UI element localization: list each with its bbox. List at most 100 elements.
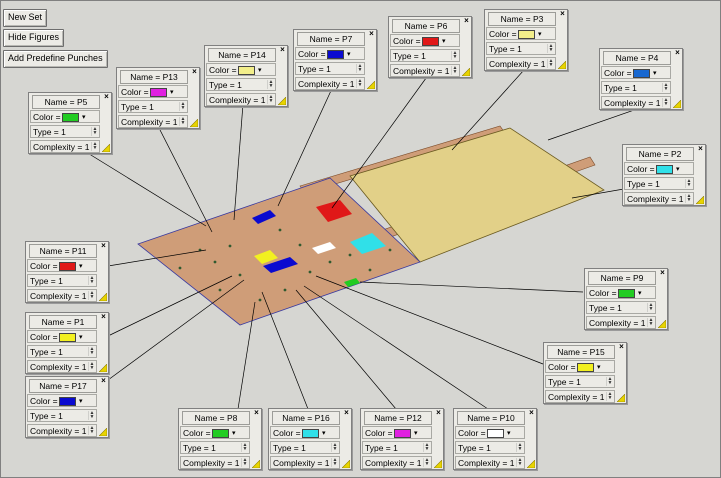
type-field[interactable]: Type = 1▲▼ [601, 81, 671, 94]
spinner-icon[interactable]: ▲▼ [88, 290, 95, 300]
spinner-icon[interactable]: ▲▼ [356, 78, 363, 88]
resize-grip-icon[interactable] [527, 460, 535, 468]
close-icon[interactable]: × [675, 48, 680, 57]
color-field[interactable]: Color =▾ [295, 47, 365, 60]
chevron-down-icon[interactable]: ▾ [597, 364, 601, 371]
resize-grip-icon[interactable] [673, 100, 681, 108]
punch-name[interactable]: Name = P13 [120, 70, 188, 84]
spinner-icon[interactable]: ▲▼ [516, 457, 523, 467]
resize-grip-icon[interactable] [102, 144, 110, 152]
complexity-field[interactable]: Complexity = 1▲▼ [30, 140, 100, 153]
spinner-icon[interactable]: ▲▼ [606, 376, 613, 386]
resize-grip-icon[interactable] [658, 320, 666, 328]
chevron-down-icon[interactable]: ▾ [347, 51, 351, 58]
close-icon[interactable]: × [192, 67, 197, 76]
punch-name[interactable]: Name = P5 [32, 95, 100, 109]
punch-name[interactable]: Name = P15 [547, 345, 615, 359]
spinner-icon[interactable]: ▲▼ [331, 442, 338, 452]
close-icon[interactable]: × [464, 16, 469, 25]
close-icon[interactable]: × [101, 241, 106, 250]
close-icon[interactable]: × [698, 144, 703, 153]
color-field[interactable]: Color =▾ [27, 330, 97, 343]
type-field[interactable]: Type = 1▲▼ [455, 441, 525, 454]
chevron-down-icon[interactable]: ▾ [82, 114, 86, 121]
complexity-field[interactable]: Complexity = 1▲▼ [362, 456, 432, 469]
chevron-down-icon[interactable]: ▾ [232, 430, 236, 437]
complexity-field[interactable]: Complexity = 1▲▼ [455, 456, 525, 469]
punch-name[interactable]: Name = P10 [457, 411, 525, 425]
spinner-icon[interactable]: ▲▼ [267, 79, 274, 89]
spinner-icon[interactable]: ▲▼ [547, 58, 554, 68]
type-field[interactable]: Type = 1▲▼ [27, 409, 97, 422]
spinner-icon[interactable]: ▲▼ [662, 82, 669, 92]
spinner-icon[interactable]: ▲▼ [451, 65, 458, 75]
spinner-icon[interactable]: ▲▼ [331, 457, 338, 467]
chevron-down-icon[interactable]: ▾ [538, 31, 542, 38]
complexity-field[interactable]: Complexity = 1▲▼ [180, 456, 250, 469]
type-field[interactable]: Type = 1▲▼ [624, 177, 694, 190]
color-field[interactable]: Color =▾ [362, 426, 432, 439]
add-predefine-punches-button[interactable]: Add Predefine Punches [3, 50, 108, 68]
spinner-icon[interactable]: ▲▼ [685, 178, 692, 188]
spinner-icon[interactable]: ▲▼ [241, 457, 248, 467]
punch-name[interactable]: Name = P17 [29, 379, 97, 393]
spinner-icon[interactable]: ▲▼ [91, 126, 98, 136]
color-field[interactable]: Color =▾ [118, 85, 188, 98]
spinner-icon[interactable]: ▲▼ [88, 410, 95, 420]
chevron-down-icon[interactable]: ▾ [638, 290, 642, 297]
type-field[interactable]: Type = 1▲▼ [295, 62, 365, 75]
spinner-icon[interactable]: ▲▼ [88, 425, 95, 435]
resize-grip-icon[interactable] [252, 460, 260, 468]
spinner-icon[interactable]: ▲▼ [647, 302, 654, 312]
spinner-icon[interactable]: ▲▼ [662, 97, 669, 107]
spinner-icon[interactable]: ▲▼ [179, 116, 186, 126]
resize-grip-icon[interactable] [434, 460, 442, 468]
close-icon[interactable]: × [344, 408, 349, 417]
close-icon[interactable]: × [369, 29, 374, 38]
color-field[interactable]: Color =▾ [27, 394, 97, 407]
resize-grip-icon[interactable] [99, 428, 107, 436]
spinner-icon[interactable]: ▲▼ [88, 346, 95, 356]
type-field[interactable]: Type = 1▲▼ [30, 125, 100, 138]
complexity-field[interactable]: Complexity = 1▲▼ [390, 64, 460, 77]
punch-name[interactable]: Name = P14 [208, 48, 276, 62]
resize-grip-icon[interactable] [278, 97, 286, 105]
punch-name[interactable]: Name = P2 [626, 147, 694, 161]
color-field[interactable]: Color =▾ [586, 286, 656, 299]
punch-name[interactable]: Name = P1 [29, 315, 97, 329]
color-field[interactable]: Color =▾ [624, 162, 694, 175]
chevron-down-icon[interactable]: ▾ [414, 430, 418, 437]
spinner-icon[interactable]: ▲▼ [356, 63, 363, 73]
type-field[interactable]: Type = 1▲▼ [486, 42, 556, 55]
type-field[interactable]: Type = 1▲▼ [27, 345, 97, 358]
type-field[interactable]: Type = 1▲▼ [270, 441, 340, 454]
type-field[interactable]: Type = 1▲▼ [545, 375, 615, 388]
complexity-field[interactable]: Complexity = 1▲▼ [27, 424, 97, 437]
chevron-down-icon[interactable]: ▾ [79, 398, 83, 405]
type-field[interactable]: Type = 1▲▼ [118, 100, 188, 113]
spinner-icon[interactable]: ▲▼ [267, 94, 274, 104]
complexity-field[interactable]: Complexity = 1▲▼ [545, 390, 615, 403]
complexity-field[interactable]: Complexity = 1▲▼ [295, 77, 365, 90]
resize-grip-icon[interactable] [462, 68, 470, 76]
close-icon[interactable]: × [104, 92, 109, 101]
type-field[interactable]: Type = 1▲▼ [586, 301, 656, 314]
spinner-icon[interactable]: ▲▼ [241, 442, 248, 452]
close-icon[interactable]: × [619, 342, 624, 351]
spinner-icon[interactable]: ▲▼ [451, 50, 458, 60]
complexity-field[interactable]: Complexity = 1▲▼ [586, 316, 656, 329]
spinner-icon[interactable]: ▲▼ [516, 442, 523, 452]
color-field[interactable]: Color =▾ [545, 360, 615, 373]
color-field[interactable]: Color =▾ [270, 426, 340, 439]
color-field[interactable]: Color =▾ [180, 426, 250, 439]
punch-name[interactable]: Name = P8 [182, 411, 250, 425]
color-field[interactable]: Color =▾ [601, 66, 671, 79]
chevron-down-icon[interactable]: ▾ [170, 89, 174, 96]
complexity-field[interactable]: Complexity = 1▲▼ [624, 192, 694, 205]
spinner-icon[interactable]: ▲▼ [547, 43, 554, 53]
color-field[interactable]: Color =▾ [390, 34, 460, 47]
resize-grip-icon[interactable] [696, 196, 704, 204]
color-field[interactable]: Color =▾ [486, 27, 556, 40]
resize-grip-icon[interactable] [367, 81, 375, 89]
